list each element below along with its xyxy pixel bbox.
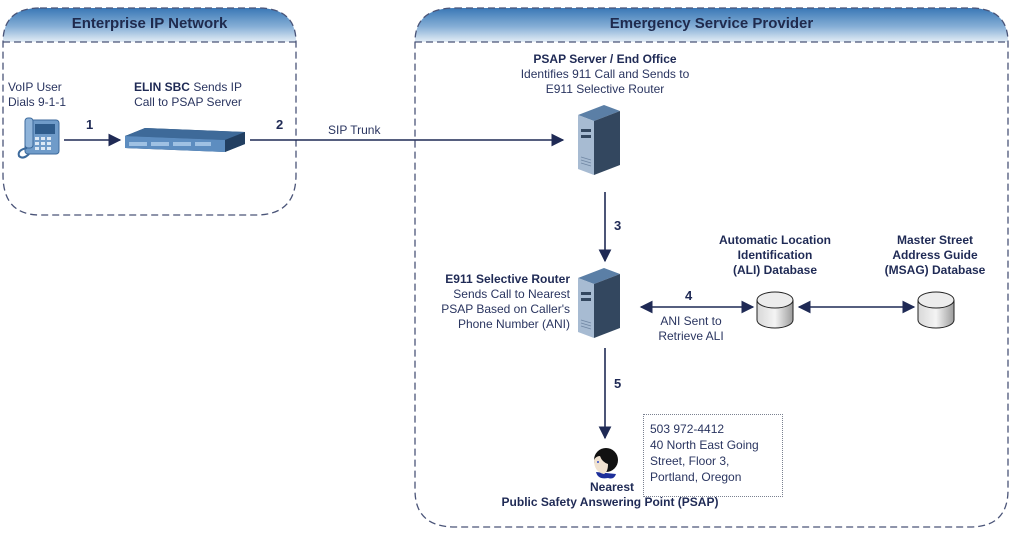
selective-router-line2: PSAP Based on Caller's (441, 302, 570, 316)
msag-db-line2: Address Guide (892, 248, 978, 262)
selective-router-line3: Phone Number (ANI) (457, 317, 570, 331)
ali-db-line3: (ALI) Database (732, 263, 818, 277)
address-phone: 503 972-4412 (650, 422, 725, 436)
sip-trunk-label: SIP Trunk (328, 123, 381, 137)
selective-router-line1: Sends Call to Nearest (453, 287, 570, 301)
step-4-number: 4 (685, 288, 693, 303)
provider-zone (414, 7, 1009, 528)
address-line3: Street, Floor 3, (650, 454, 730, 468)
psap-line1: Nearest (589, 480, 635, 494)
caller-address-card: 503 972-4412 40 North East Going Street,… (643, 414, 783, 497)
sbc-device-icon (125, 128, 245, 152)
voip-user-line2: Dials 9-1-1 (8, 95, 67, 109)
ali-database-icon (756, 291, 794, 329)
elin-sbc-label: ELIN SBC Sends IP Call to PSAP Server (118, 80, 258, 110)
msag-database-icon (917, 291, 955, 329)
provider-zone-title: Emergency Service Provider (609, 15, 814, 32)
psap-server-label: PSAP Server / End Office Identifies 911 … (480, 52, 730, 97)
enterprise-zone (2, 7, 297, 216)
psap-server-icon (578, 105, 620, 175)
voip-user-line1: VoIP User (8, 80, 62, 94)
desk-phone-icon (17, 117, 60, 159)
voip-user-label: VoIP User Dials 9-1-1 (8, 80, 66, 110)
ani-line1: ANI Sent to (660, 314, 722, 328)
elin-sbc-title: ELIN SBC (133, 80, 190, 94)
provider-zone-header (415, 8, 1008, 42)
elin-sbc-line2: Call to PSAP Server (134, 95, 242, 109)
ani-label: ANI Sent to Retrieve ALI (645, 314, 737, 344)
step-5-number: 5 (614, 376, 622, 391)
step-3-number: 3 (614, 218, 622, 233)
enterprise-zone-header (3, 8, 296, 42)
address-line2: 40 North East Going (650, 438, 759, 452)
address-line4: Portland, Oregon (650, 470, 742, 484)
selective-router-title: E911 Selective Router (445, 272, 570, 286)
ali-db-label: Automatic Location Identification (ALI) … (700, 233, 850, 278)
enterprise-zone-border (2, 7, 297, 216)
psap-server-line1: Identifies 911 Call and Sends to (520, 67, 690, 81)
ali-db-line2: Identification (737, 248, 813, 262)
provider-zone-border (414, 7, 1009, 528)
step-2-number: 2 (276, 117, 284, 132)
elin-sbc-line1: Sends IP (189, 80, 243, 94)
psap-line2: Public Safety Answering Point (PSAP) (501, 495, 719, 509)
msag-db-line3: (MSAG) Database (884, 263, 986, 277)
enterprise-zone-title: Enterprise IP Network (71, 15, 228, 32)
step-1-number: 1 (86, 117, 94, 132)
router-server-icon (578, 268, 620, 338)
psap-label: Nearest Public Safety Answering Point (P… (460, 480, 760, 510)
selective-router-label: E911 Selective Router Sends Call to Near… (410, 272, 570, 332)
ani-line2: Retrieve ALI (658, 329, 724, 343)
msag-db-label: Master Street Address Guide (MSAG) Datab… (880, 233, 990, 278)
psap-server-line2: E911 Selective Router (545, 82, 665, 96)
psap-server-title: PSAP Server / End Office (533, 52, 677, 66)
ali-db-line1: Automatic Location (718, 233, 831, 247)
operator-person-icon (594, 448, 618, 479)
msag-db-line1: Master Street (896, 233, 974, 247)
